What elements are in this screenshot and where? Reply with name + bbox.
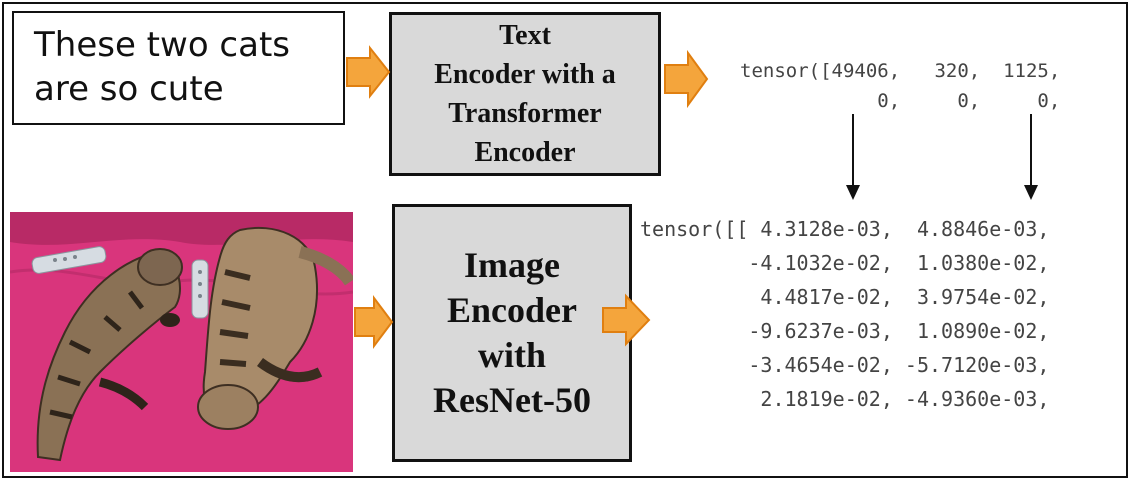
cat-right (197, 226, 353, 430)
text-to-encoder-arrow (346, 45, 391, 99)
down-arrow-right (1024, 114, 1038, 200)
text-encoder-line-4: Encoder (474, 137, 576, 168)
image-tensor-line-2: -4.1032e-02, 1.0380e-02, (640, 251, 1050, 275)
input-text-line-2: are so cute (34, 69, 224, 109)
image-encoder-line-2: Encoder (447, 290, 577, 330)
image-encoder-to-tensor-arrow (602, 293, 651, 347)
image-tensor-output: tensor([[ 4.3128e-03, 4.8846e-03, -4.103… (640, 212, 1049, 416)
arrows-layer (346, 45, 1038, 349)
cat-left (36, 248, 183, 462)
text-encoder-line-1: Text (499, 20, 551, 51)
input-text-line-1: These two cats (34, 25, 290, 65)
text-encoder-box: Text Encoder with a Transformer Encoder (389, 12, 661, 176)
remote-control-left (31, 246, 107, 274)
image-encoder-line-3: with (477, 335, 546, 375)
image-encoder-line-4: ResNet-50 (433, 380, 591, 420)
image-tensor-line-4: -9.6237e-03, 1.0890e-02, (640, 319, 1050, 343)
image-tensor-line-5: -3.4654e-02, -5.7120e-03, (640, 353, 1050, 377)
text-encoder-line-2: Encoder with a (434, 59, 616, 90)
cat-photo (10, 212, 353, 472)
text-encoder-line-3: Transformer (448, 98, 602, 129)
photo-to-encoder-arrow (354, 295, 394, 349)
text-tensor-output: tensor([49406, 320, 1125, 0, 0, 0, (740, 56, 1060, 116)
image-tensor-line-3: 4.4817e-02, 3.9754e-02, (640, 285, 1050, 309)
image-encoder-line-1: Image (464, 245, 560, 285)
text-tensor-line-1: tensor([49406, 320, 1125, (740, 60, 1061, 82)
remote-control-right (191, 259, 209, 319)
text-encoder-to-tensor-arrow (664, 49, 709, 109)
image-tensor-line-1: tensor([[ 4.3128e-03, 4.8846e-03, (640, 217, 1050, 241)
text-tensor-line-2: 0, 0, 0, (740, 90, 1061, 112)
image-tensor-line-6: 2.1819e-02, -4.9360e-03, (640, 387, 1050, 411)
down-arrow-left (846, 114, 860, 200)
image-encoder-box: Image Encoder with ResNet-50 (392, 204, 632, 462)
input-text-box: These two cats are so cute (12, 11, 345, 125)
